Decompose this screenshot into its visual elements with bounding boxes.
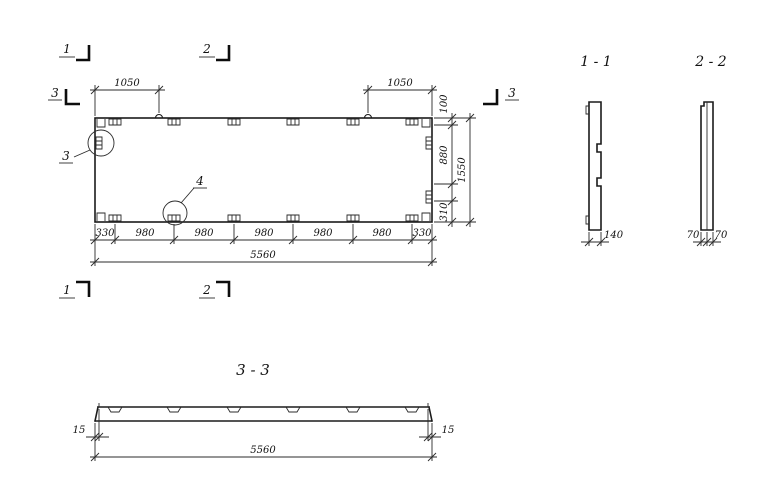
dim-bottom-2: 980 <box>135 228 155 239</box>
callout-label-4: 4 <box>195 174 204 188</box>
section-label-2-bottom: 2 <box>202 283 211 297</box>
cut-mark-2-bottom <box>216 280 231 297</box>
side-embeds <box>95 136 433 204</box>
section-3-3-profile <box>94 406 433 422</box>
dim-right-total: 1550 <box>457 157 468 183</box>
dim-bottom-7: 330 <box>412 228 432 239</box>
dim-section-2-2-right: 70 <box>715 230 728 241</box>
section-label-3-left: 3 <box>51 86 59 100</box>
section-3-3-rib-notches <box>107 406 420 413</box>
extension-lines-top <box>94 85 433 116</box>
section-3-3-title: 3 - 3 <box>236 361 270 379</box>
dim-bottom-1: 330 <box>95 228 115 239</box>
section-label-1-bottom: 1 <box>63 283 71 297</box>
detail-callout-3: 3 <box>59 129 115 164</box>
cut-mark-1-bottom <box>76 280 91 297</box>
section-2-2-profile <box>700 101 714 231</box>
lifting-loop-icons <box>154 113 373 119</box>
section-3-3-end-lips <box>98 403 429 407</box>
detail-circle-3 <box>87 129 115 157</box>
section-1-1-side-tabs <box>585 105 589 225</box>
dim-bottom-3: 980 <box>194 228 214 239</box>
dim-right-310: 310 <box>439 202 450 222</box>
dim-bottom-5: 980 <box>313 228 333 239</box>
dim-right-880: 880 <box>439 145 450 165</box>
section-2-2-ext-lines <box>700 232 714 246</box>
embed-plates-top <box>108 118 419 126</box>
section-1-1-ext-lines <box>588 232 602 246</box>
cut-mark-3-right <box>483 89 499 106</box>
section-marks: 1 2 1 2 3 3 <box>48 42 519 299</box>
embed-plates-bottom <box>108 214 419 222</box>
section-2-2-title: 2 - 2 <box>694 54 727 70</box>
section-label-3-right: 3 <box>508 86 516 100</box>
section-label-2-top: 2 <box>202 42 211 56</box>
callout-label-3: 3 <box>62 149 70 163</box>
dimension-ticks <box>90 85 475 267</box>
dim-bottom-4: 980 <box>254 228 274 239</box>
dim-top-left: 1050 <box>114 78 140 89</box>
cut-mark-3-left <box>64 89 80 106</box>
extension-lines-right <box>434 117 476 223</box>
dim-section-3-3-right: 15 <box>442 425 455 436</box>
panel-outline <box>94 117 433 223</box>
plan-view: 3 4 1 2 1 2 3 3 <box>48 42 519 299</box>
detail-circle-4 <box>162 200 188 226</box>
leader-line-3 <box>73 149 91 158</box>
leader-line-4 <box>180 187 195 204</box>
section-view-3-3: 3 - 3 15 15 5560 <box>73 361 455 462</box>
extension-lines-bottom <box>94 224 433 266</box>
dim-section-2-2-left: 70 <box>687 230 700 241</box>
section-3-3-dim-lines <box>86 436 441 458</box>
section-3-3-ext-lines <box>94 409 433 461</box>
section-label-1-top: 1 <box>63 42 71 56</box>
cut-mark-2-top <box>216 45 231 62</box>
section-1-1-title: 1 - 1 <box>580 54 611 70</box>
dim-bottom-6: 980 <box>372 228 392 239</box>
section-1-1-profile <box>588 101 602 231</box>
dim-section-3-3-left: 15 <box>73 425 86 436</box>
dim-right-100: 100 <box>439 94 450 114</box>
dim-section-3-3-total: 5560 <box>250 445 276 456</box>
detail-callout-4: 4 <box>162 174 207 226</box>
section-view-2-2: 2 - 2 70 70 <box>687 54 728 247</box>
cut-mark-1-top <box>76 45 91 62</box>
dim-bottom-total: 5560 <box>250 250 276 261</box>
dim-top-right: 1050 <box>387 78 413 89</box>
dimension-lines <box>90 89 471 263</box>
section-view-1-1: 1 - 1 140 <box>580 54 624 247</box>
corner-embeds <box>96 119 431 221</box>
dim-section-1-1-width: 140 <box>604 230 624 241</box>
